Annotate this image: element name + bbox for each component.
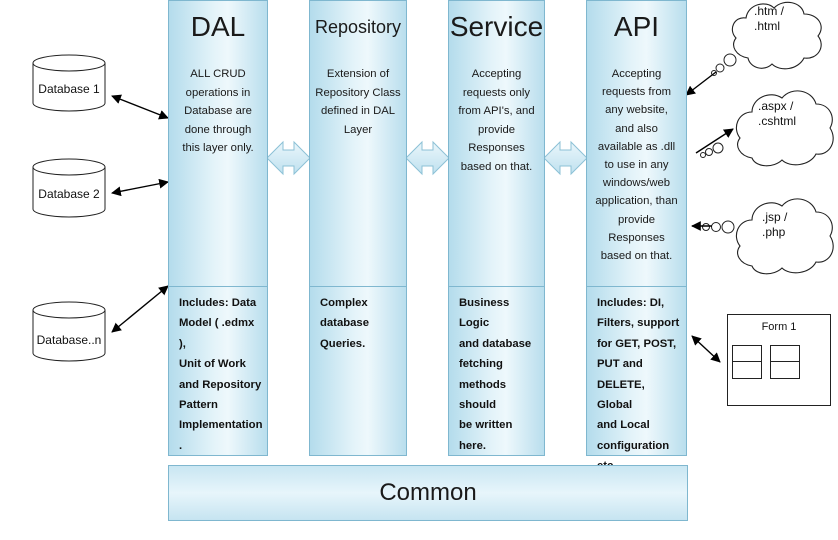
layer-title: Service: [449, 11, 544, 42]
layer-title: Repository: [314, 16, 402, 37]
layer-divider: [449, 286, 544, 287]
database-cylinder: [32, 54, 106, 112]
cloud-label-aspx: .aspx / .cshtml: [758, 99, 797, 128]
layer-service: Service Accepting requests only from API…: [448, 0, 545, 456]
dbn-dal-arrow: [111, 285, 169, 333]
form-field-box: [732, 345, 762, 379]
layer-includes: Business Logic and database fetching met…: [459, 297, 532, 452]
api-html-arrow: [685, 71, 717, 96]
layer-api: API Accepting requests from any website,…: [586, 0, 687, 472]
database-cylinder: [32, 301, 106, 362]
layer-dal: DAL ALL CRUD operations in Database are …: [168, 0, 268, 456]
cloud-shape: [735, 90, 834, 167]
database-label: Database..n: [36, 333, 102, 347]
layer-description: Accepting requests only from API's, and …: [458, 68, 535, 173]
form-window: Form 1: [727, 314, 831, 406]
layer-divider: [587, 286, 686, 287]
layer-connector-arrow: [543, 140, 588, 176]
layer-connector-arrow: [405, 140, 450, 176]
layer-includes: Complex database Queries.: [320, 297, 369, 350]
database-label: Database 1: [38, 82, 100, 96]
layer-divider: [310, 286, 406, 287]
cloud-label-jsp: .jsp / .php: [762, 210, 788, 239]
layer-includes: Includes: Data Model ( .edmx ), Unit of …: [179, 297, 263, 452]
thought-bubbles: [700, 53, 737, 234]
layer-includes: Includes: DI, Filters, support for GET, …: [597, 297, 680, 472]
layer-repository: Repository Extension of Repository Class…: [309, 0, 407, 456]
cloud-shape: [735, 198, 834, 275]
layer-title: API: [613, 11, 660, 42]
cloud-shape: [731, 1, 822, 70]
db1-dal-arrow: [111, 94, 169, 120]
database-label: Database 2: [38, 187, 100, 201]
database-cylinder: [32, 158, 106, 218]
layer-description: Extension of Repository Class defined in…: [315, 68, 401, 136]
api-form-arrow: [691, 335, 721, 363]
form-field-box: [770, 345, 800, 379]
layer-divider: [169, 286, 267, 287]
layer-title: DAL: [190, 11, 246, 42]
layer-description: ALL CRUD operations in Database are done…: [182, 68, 254, 155]
api-aspx-arrow: [695, 128, 734, 154]
layer-description: Accepting requests from any website, and…: [595, 68, 678, 263]
db2-dal-arrow: [111, 178, 169, 197]
form-title: Form 1: [761, 321, 797, 333]
cloud-label-html: .htm / .html: [754, 4, 785, 33]
common-layer: Common: [168, 465, 688, 521]
layer-connector-arrow: [266, 140, 311, 176]
